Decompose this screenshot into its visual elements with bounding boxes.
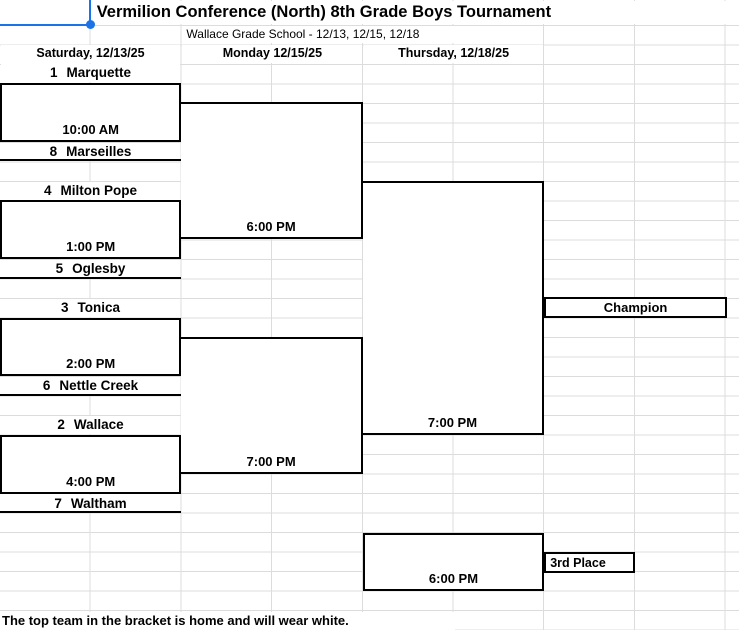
game2-box[interactable]: 1:00 PM [0, 200, 182, 259]
team-name: Waltham [70, 495, 127, 511]
border-under-waltham [0, 511, 182, 514]
game3-box[interactable]: 2:00 PM [0, 317, 182, 377]
game4-box[interactable]: 4:00 PM [0, 435, 182, 494]
selection-fill-handle[interactable] [86, 20, 96, 30]
game4-time: 4:00 PM [66, 473, 116, 489]
seed: 8 [49, 143, 58, 159]
seed: 6 [42, 378, 51, 394]
game2-time: 1:00 PM [66, 238, 116, 254]
team-name: Nettle Creek [59, 378, 139, 394]
team-name: Oglesby [72, 261, 126, 276]
team-cell-marquette[interactable]: 1 Marquette [1, 64, 180, 83]
team-cell-waltham[interactable]: 7 Waltham [1, 494, 180, 512]
bracket-note[interactable]: The top team in the bracket is home and … [0, 612, 455, 630]
seed: 3 [60, 300, 69, 315]
semifinal1-time: 6:00 PM [246, 219, 296, 235]
team-name: Wallace [73, 417, 124, 433]
team-cell-nettle-creek[interactable]: 6 Nettle Creek [1, 377, 180, 394]
selection-border-right [89, 0, 92, 26]
seed: 4 [43, 182, 52, 198]
third-place-game-time: 6:00 PM [428, 571, 479, 587]
seed: 1 [49, 65, 58, 81]
border-under-nettle-creek [0, 393, 182, 396]
team-cell-tonica[interactable]: 3 Tonica [1, 299, 180, 317]
third-place-label-box[interactable]: 3rd Place [544, 552, 635, 573]
sheet-title[interactable]: Vermilion Conference (North) 8th Grade B… [91, 1, 739, 24]
game1-box[interactable]: 10:00 AM [0, 83, 182, 142]
third-place-game-box[interactable]: 6:00 PM [362, 532, 545, 592]
semifinal2-box[interactable]: 7:00 PM [181, 337, 363, 475]
team-cell-marseilles[interactable]: 8 Marseilles [1, 142, 180, 160]
day-header-monday[interactable]: Monday 12/15/25 [182, 45, 363, 63]
team-cell-milton-pope[interactable]: 4 Milton Pope [1, 181, 180, 200]
game3-time: 2:00 PM [66, 356, 116, 372]
final-box[interactable]: 7:00 PM [362, 180, 545, 435]
seed: 7 [54, 495, 62, 511]
team-name: Milton Pope [60, 182, 138, 198]
semifinal1-box[interactable]: 6:00 PM [181, 102, 363, 240]
seed: 2 [57, 417, 65, 433]
day-header-thursday[interactable]: Thursday, 12/18/25 [363, 45, 544, 63]
border-under-marseilles [0, 159, 182, 162]
venue-subtitle[interactable]: Wallace Grade School - 12/13, 12/15, 12/… [182, 25, 457, 44]
semifinal2-time: 7:00 PM [246, 454, 296, 470]
seed: 5 [55, 261, 64, 276]
final-time: 7:00 PM [427, 414, 478, 430]
selection-border-bottom [0, 23, 91, 26]
team-name: Tonica [77, 300, 121, 315]
team-name: Marquette [66, 65, 132, 81]
champion-box[interactable]: Champion [544, 296, 727, 318]
day-header-saturday[interactable]: Saturday, 12/13/25 [1, 45, 180, 63]
team-cell-wallace[interactable]: 2 Wallace [1, 416, 180, 434]
team-cell-oglesby[interactable]: 5 Oglesby [1, 260, 180, 277]
game1-time: 10:00 AM [62, 121, 119, 137]
border-under-oglesby [0, 276, 182, 279]
team-name: Marseilles [66, 143, 132, 159]
